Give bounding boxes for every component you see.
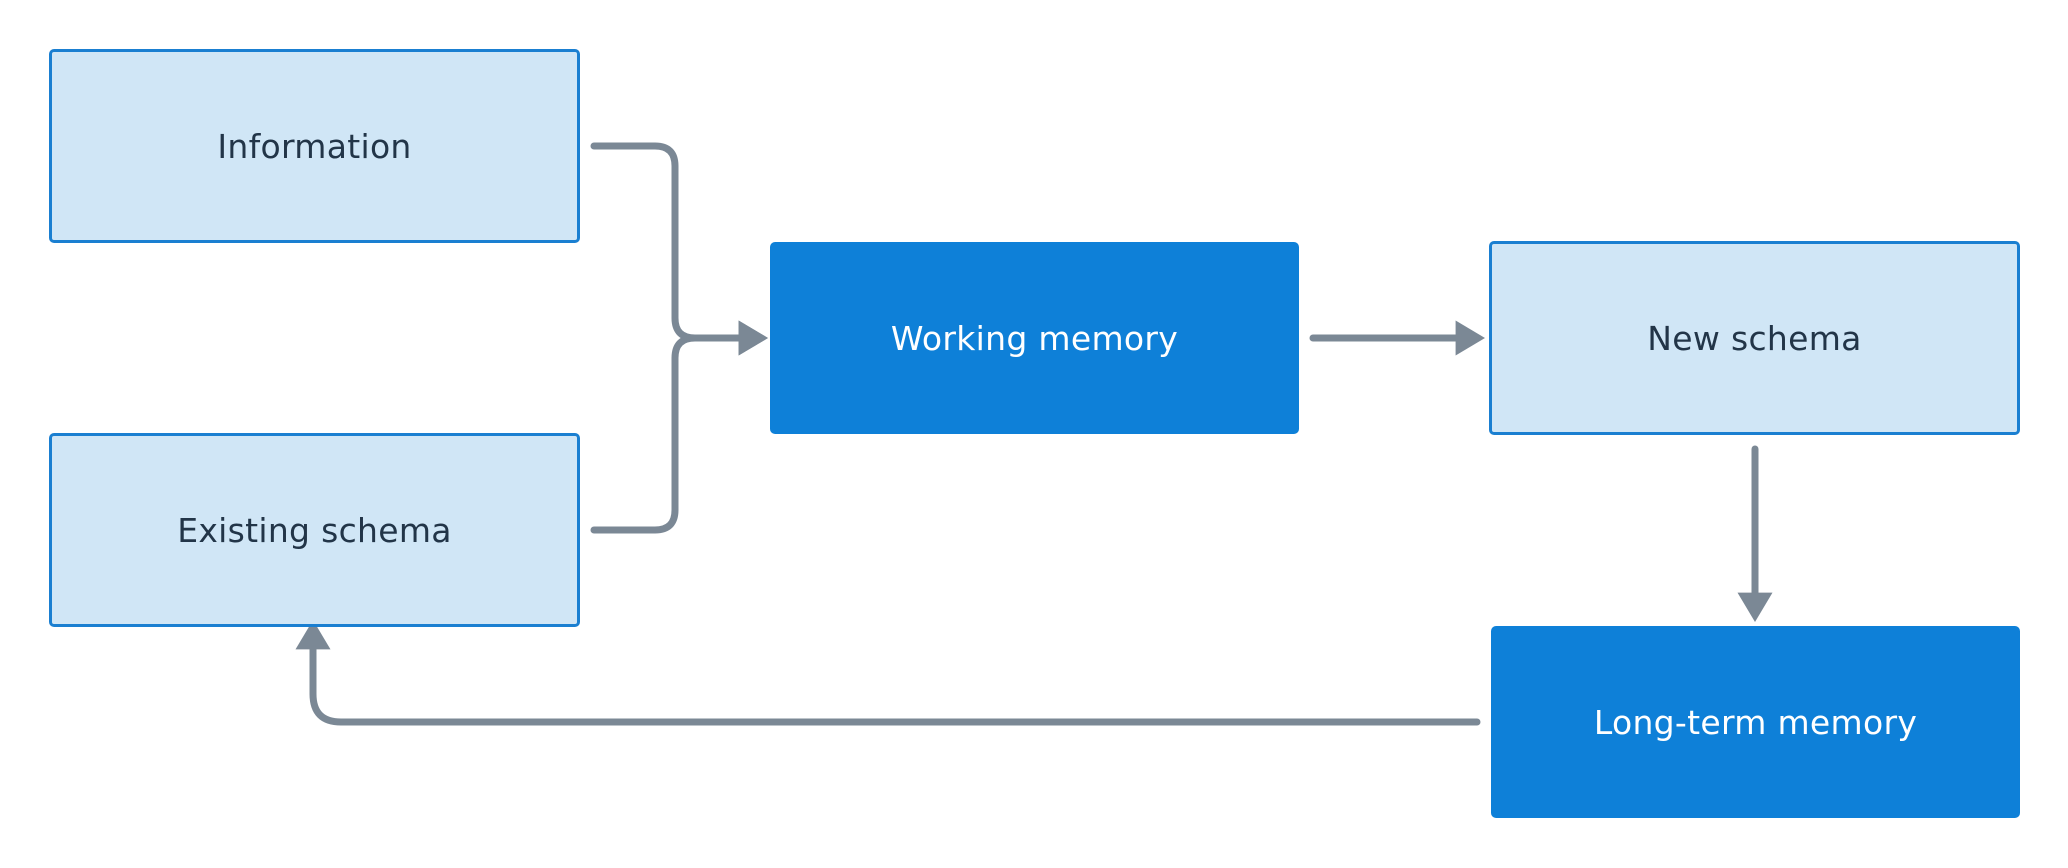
information-box: Information [49, 49, 580, 243]
working-memory-label: Working memory [890, 318, 1179, 358]
edge-existing-schema-to-working-memory [590, 320, 768, 534]
existing-schema-box: Existing schema [49, 433, 580, 627]
existing-schema-label: Existing schema [177, 510, 452, 550]
new-schema-label: New schema [1647, 318, 1862, 358]
long-term-memory-label: Long-term memory [1593, 702, 1918, 742]
edge-long-term-memory-to-existing-schema [295, 620, 1481, 726]
edge-information-to-working-memory [590, 142, 768, 356]
working-memory-box: Working memory [770, 242, 1299, 434]
long-term-memory-box: Long-term memory [1491, 626, 2020, 818]
new-schema-box: New schema [1489, 241, 2020, 435]
information-label: Information [217, 126, 412, 166]
